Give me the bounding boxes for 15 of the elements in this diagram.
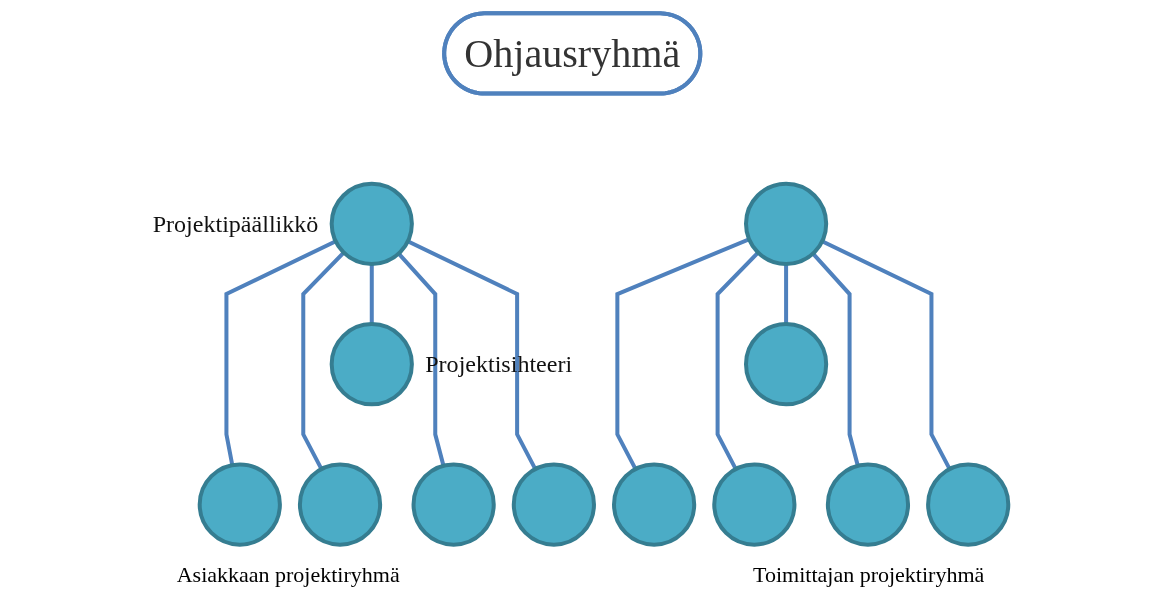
node-circle [411,462,496,547]
node-circle [297,462,383,547]
group-caption: Toimittajan projektiryhmä [753,562,985,588]
group-caption: Asiakkaan projektiryhmä [176,562,400,588]
node-circle [612,462,697,547]
node-circle [511,462,596,547]
node-circle [744,181,829,266]
role-label: Projektipäällikkö [152,210,319,237]
node-circle [926,462,1011,547]
node-circle [825,462,911,547]
node-circle [197,462,282,547]
node-circle [744,322,829,407]
node-circle [329,322,414,407]
node-circle [329,181,414,266]
node-circle [712,462,797,547]
